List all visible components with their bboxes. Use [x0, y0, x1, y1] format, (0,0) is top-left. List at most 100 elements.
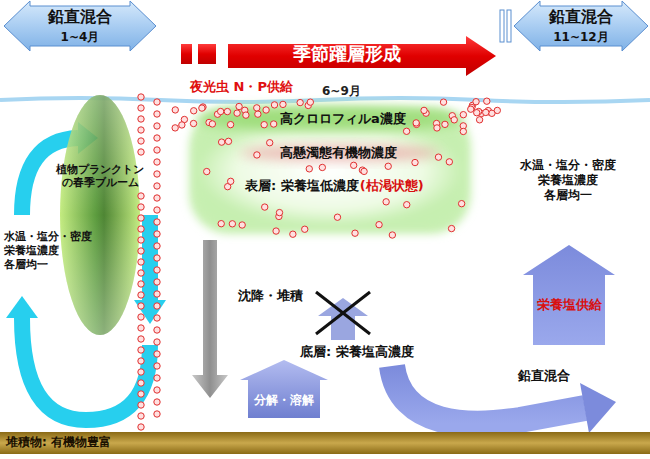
- plankton-dot: [474, 110, 480, 116]
- plankton-dot: [138, 149, 144, 155]
- plankton-dot: [138, 248, 144, 254]
- process-label: 沈降・堆積: [238, 288, 303, 304]
- plankton-dot: [154, 339, 160, 345]
- plankton-dot: [154, 159, 160, 165]
- loop-segment: [22, 318, 150, 420]
- plankton-dot: [138, 314, 144, 320]
- node-shape: [523, 245, 615, 345]
- plankton-dot: [154, 303, 160, 309]
- plankton-dot: [154, 399, 160, 405]
- arrowhead: [134, 300, 166, 324]
- plankton-dot: [476, 117, 482, 123]
- plankton-dot: [154, 387, 160, 393]
- phase-title: 鉛直混合: [549, 7, 613, 26]
- surface-layer: 高クロロフィルa濃度高懸濁態有機物濃度表層: 栄養塩低濃度(枯渇状態): [185, 103, 475, 238]
- plankton-dot: [154, 267, 160, 273]
- month-range: 11~12月: [553, 30, 608, 44]
- plankton-dot: [138, 413, 144, 419]
- bloom-label: 植物プランクトンの春季ブルーム: [54, 163, 146, 189]
- plankton-dot: [138, 303, 144, 309]
- mixing-arrow: 鉛直混合1~4月: [4, 1, 156, 51]
- layer-note: (枯渇状態): [360, 178, 424, 194]
- sediment-label: 堆積物: 有機物豊富: [6, 435, 111, 449]
- arrow-outline: [240, 360, 328, 418]
- stratification-bar: [181, 44, 192, 64]
- arrowhead: [6, 296, 38, 318]
- sediment-band: 堆積物: 有機物豊富: [0, 432, 650, 454]
- sediment-fill: [0, 432, 650, 454]
- plankton-dot: [483, 109, 489, 115]
- bloom-shade: [60, 95, 140, 335]
- blocked-arrow: [318, 298, 368, 340]
- mixing-bar: [507, 10, 511, 42]
- spring-bloom: 植物プランクトンの春季ブルーム: [60, 95, 140, 335]
- plankton-dot: [138, 369, 144, 375]
- plankton-dot: [485, 107, 491, 113]
- plankton-dot: [280, 101, 286, 107]
- loop-segment: [142, 215, 158, 300]
- cross-line: [316, 292, 370, 334]
- plankton-dot: [478, 110, 484, 116]
- plankton-dot: [469, 102, 475, 108]
- plankton-dot: [154, 411, 160, 417]
- plankton-dot: [154, 375, 160, 381]
- node-shape: [60, 95, 140, 335]
- plankton-dot: [154, 195, 160, 201]
- arrow-outline: [228, 36, 496, 76]
- cross-line: [316, 292, 370, 334]
- mixing-curve: [392, 366, 585, 424]
- plankton-dot: [468, 106, 474, 112]
- layer-note: 高懸濁態有機物濃度: [280, 145, 397, 161]
- plankton-dot: [179, 122, 185, 128]
- plankton-dot: [473, 99, 479, 105]
- plankton-dot: [484, 98, 490, 104]
- layer-fill: [197, 115, 463, 226]
- plankton-dot: [138, 105, 144, 111]
- plankton-dot: [138, 347, 144, 353]
- plankton-dot: [154, 111, 160, 117]
- supply-note: 夜光虫 N・P供給: [190, 79, 293, 95]
- plankton-dot: [138, 402, 144, 408]
- plankton-dot: [489, 110, 495, 116]
- plankton-dot: [440, 99, 446, 105]
- plankton-dot: [486, 109, 492, 115]
- mixing-bar: [500, 10, 504, 42]
- layer-note: 表層: 栄養塩低濃度: [245, 178, 359, 194]
- decomposition-arrow: 分解・溶解: [240, 360, 328, 418]
- plankton-dot: [200, 104, 206, 110]
- layer-note: 底層: 栄養塩高濃度: [300, 344, 414, 360]
- plankton-dot: [154, 135, 160, 141]
- plankton-dot: [181, 116, 187, 122]
- plankton-dot: [138, 391, 144, 397]
- plankton-dot: [297, 99, 303, 105]
- plankton-dot: [154, 123, 160, 129]
- stratification-arrow: 季節躍層形成: [228, 36, 496, 76]
- plankton-dot: [154, 351, 160, 357]
- arrowhead: [580, 383, 616, 433]
- plankton-dot: [138, 380, 144, 386]
- plankton-dot: [154, 243, 160, 249]
- sinking-arrow: [192, 240, 228, 398]
- plankton-dot: [138, 116, 144, 122]
- process-label: 栄養塩供給: [537, 297, 602, 313]
- node-shape: [240, 360, 328, 418]
- arrow-outline: [4, 1, 156, 51]
- plankton-dot: [190, 108, 196, 114]
- plankton-dot: [154, 291, 160, 297]
- plankton-dot: [494, 107, 500, 113]
- plankton-dot: [475, 108, 481, 114]
- plankton-dot: [172, 125, 178, 131]
- plankton-dot: [469, 104, 475, 110]
- layer-glow: [189, 107, 471, 234]
- plankton-dot: [138, 259, 144, 265]
- mixed-note: 水温・塩分・密度 栄養塩濃度 各層均一: [4, 230, 98, 271]
- plankton-dot: [154, 363, 160, 369]
- phase-title: 季節躍層形成: [293, 43, 401, 65]
- plankton-dot: [138, 94, 144, 100]
- layer-note: 高クロロフィルa濃度: [280, 111, 406, 127]
- plankton-dot: [172, 107, 178, 113]
- arrow-outline: [523, 245, 615, 345]
- plankton-dot: [154, 183, 160, 189]
- plankton-dot: [154, 99, 160, 105]
